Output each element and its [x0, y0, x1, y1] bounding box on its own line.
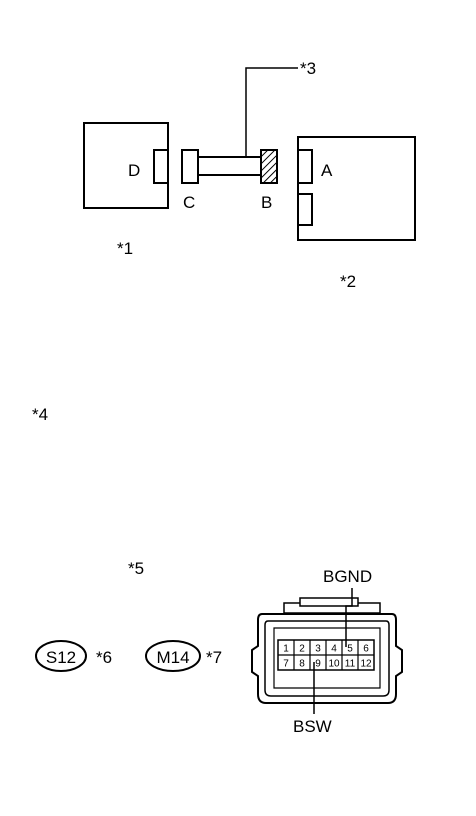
- ref-1: *1: [117, 239, 133, 258]
- pin-label: 9: [315, 659, 321, 670]
- label-d: D: [128, 161, 140, 180]
- svg-text:S12: S12: [46, 648, 76, 667]
- connector-d-socket: [153, 149, 169, 184]
- bgnd-leader: [345, 588, 353, 647]
- connector-c: [181, 149, 199, 184]
- svg-text:M14: M14: [156, 648, 189, 667]
- pin-label: 6: [363, 644, 369, 655]
- ref-4: *4: [32, 405, 48, 424]
- label-a: A: [321, 161, 333, 180]
- label-bsw: BSW: [293, 717, 332, 736]
- pin-label: 1: [283, 644, 289, 655]
- pin-label: 4: [331, 644, 337, 655]
- ref-6: *6: [96, 648, 112, 667]
- pin-label: 10: [328, 659, 340, 670]
- ref-2: *2: [340, 272, 356, 291]
- pin-label: 8: [299, 659, 305, 670]
- ref-3: *3: [300, 59, 316, 78]
- pin-label: 5: [347, 644, 353, 655]
- badge-m14: M14: [145, 640, 201, 672]
- label-c: C: [183, 193, 195, 212]
- label-bgnd: BGND: [323, 567, 372, 586]
- component-1: D: [83, 122, 169, 209]
- connector-a-socket: [297, 149, 313, 184]
- ref-5: *5: [128, 559, 144, 578]
- pin-label: 7: [283, 659, 289, 670]
- harness: [181, 67, 298, 184]
- pin-label: 11: [345, 659, 356, 670]
- connector-b: [260, 149, 278, 184]
- label-b: B: [261, 193, 272, 212]
- pin-label: 2: [299, 644, 305, 655]
- pin-label: 3: [315, 644, 321, 655]
- connector-socket-2: [297, 193, 313, 226]
- pin-label: 12: [360, 659, 372, 670]
- ref-7: *7: [206, 648, 222, 667]
- badge-s12: S12: [35, 640, 87, 672]
- component-2: A: [297, 136, 416, 241]
